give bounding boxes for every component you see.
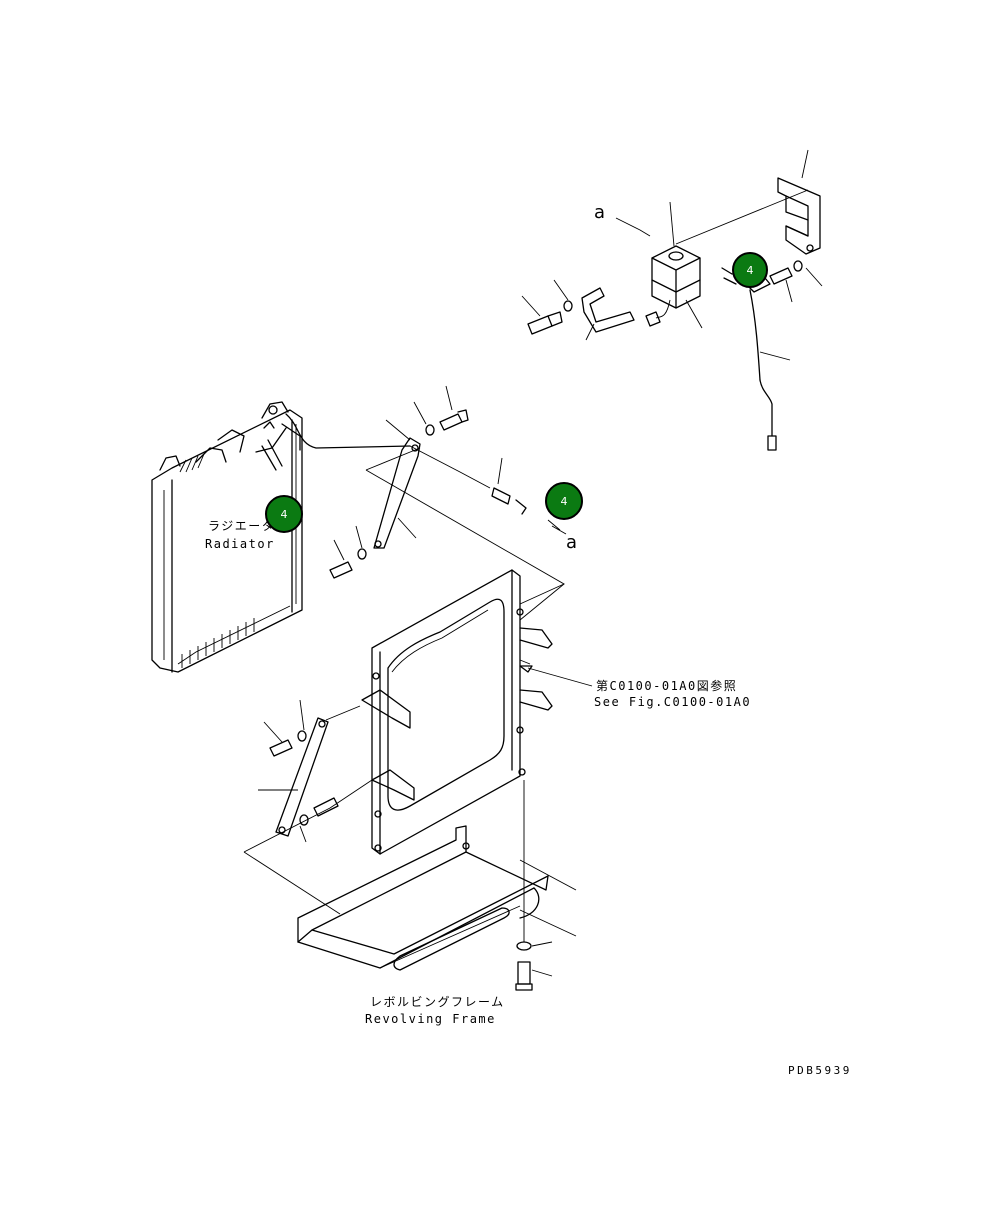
badge-number: 4	[561, 495, 568, 508]
hose-clamp-mid	[491, 457, 567, 535]
reference-leader	[519, 665, 593, 687]
tank-bolt-left	[521, 279, 573, 335]
upper-stay	[373, 419, 421, 549]
revolving-frame	[297, 825, 549, 971]
callout-badge-tank[interactable]: 4	[732, 252, 768, 288]
arrow-label-a-top: a	[594, 202, 605, 223]
revolving-frame-label-jp: レボルビングフレーム	[370, 995, 505, 1009]
upper-bolt	[413, 385, 469, 436]
badge-number: 4	[747, 264, 754, 277]
radiator-label-en: Radiator	[205, 537, 275, 551]
callout-badge-radiator[interactable]: 4	[265, 495, 303, 533]
overflow-hose	[285, 413, 491, 489]
revolving-frame-label-en: Revolving Frame	[365, 1012, 496, 1026]
alignment-lines	[243, 447, 577, 942]
callout-badge-hose-end[interactable]: 4	[545, 482, 583, 520]
reference-label-jp: 第C0100-01A0図参照	[596, 678, 737, 693]
shroud-frame	[361, 569, 553, 855]
badge-number: 4	[281, 508, 288, 521]
radiator-label-jp: ラジエータ	[208, 519, 275, 533]
reference-label-en: See Fig.C0100-01A0	[594, 695, 751, 709]
lower-stay	[258, 705, 361, 837]
tank-hose-right	[675, 189, 823, 451]
tank-bracket	[581, 287, 635, 341]
frame-bolt	[515, 941, 553, 991]
reserve-tank	[615, 201, 703, 329]
drawing-code: PDB5939	[788, 1064, 852, 1077]
mount-plate	[777, 149, 821, 255]
stay-lower-bolt	[329, 525, 367, 579]
lower-stay-bolts	[263, 699, 339, 843]
arrow-label-a-mid: a	[566, 532, 577, 553]
